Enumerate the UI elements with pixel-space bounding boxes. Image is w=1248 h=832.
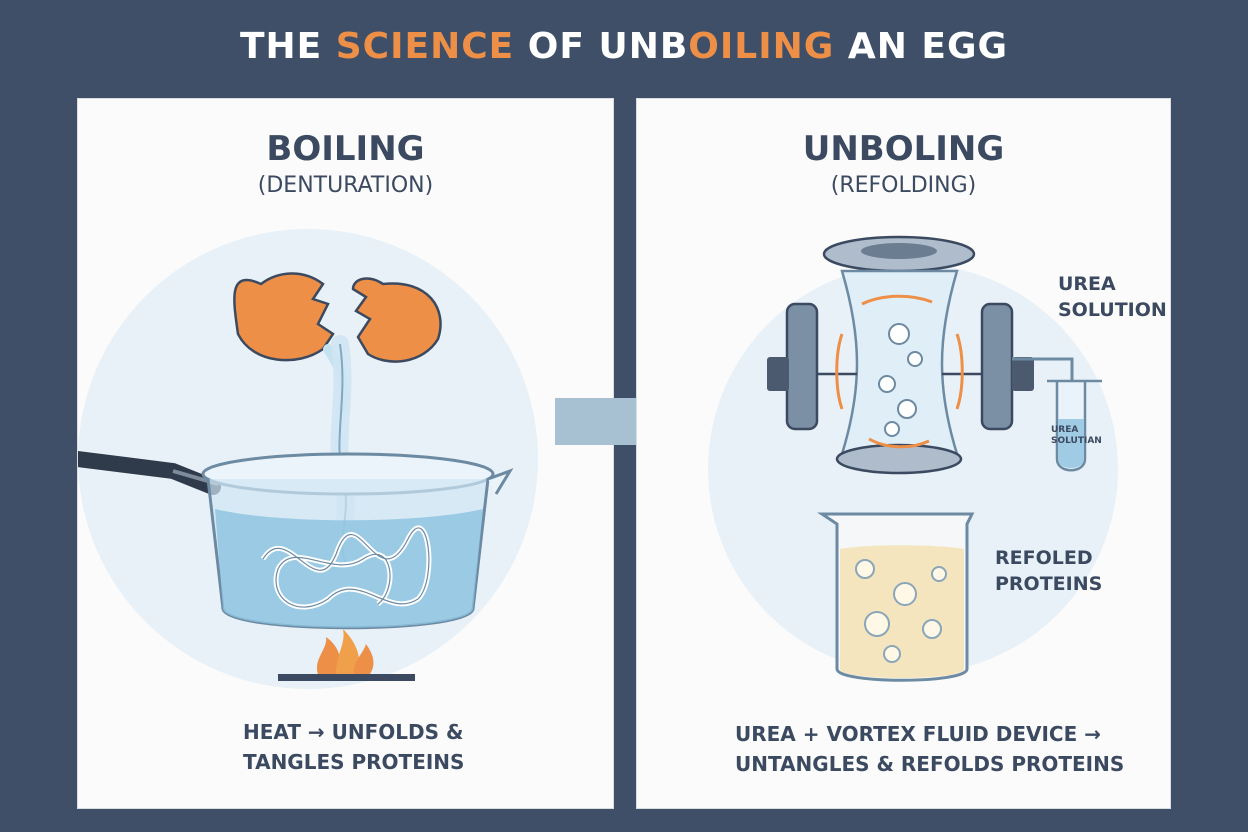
boiling-panel: BOILING (DENTURATION): [77, 98, 614, 809]
refolded-proteins-label: REFOLED PROTEINS: [995, 547, 1103, 595]
urea-solution-label: UREA SOLUTION: [1058, 273, 1167, 321]
unboiling-caption: UREA + VORTEX FLUID DEVICE → UNTANGLES &…: [735, 722, 1125, 776]
boiling-subheading: (DENTURATION): [257, 173, 434, 198]
unboiling-panel: UNBOLING (REFOLDING): [636, 98, 1171, 809]
beaker-icon: [817, 512, 975, 682]
boiling-heading: BOILING: [266, 129, 425, 169]
test-tube-icon: [1047, 379, 1102, 472]
page-title: THE SCIENCE OF UNBOILING AN EGG: [239, 26, 1009, 67]
unboiling-heading: UNBOLING: [802, 129, 1005, 169]
flame-icon: [278, 629, 415, 681]
vortex-fluid-device-icon: [767, 235, 1034, 475]
unboiling-subheading: (REFOLDING): [830, 173, 977, 198]
boiling-illustration: [78, 229, 538, 689]
unboiling-illustration: [708, 235, 1118, 682]
boiling-caption: HEAT → UNFOLDS & TANGLES PROTEINS: [243, 720, 465, 774]
cooking-pot-icon: [78, 451, 514, 630]
test-tube-label: UREA SOLUTIAN: [1051, 425, 1102, 446]
